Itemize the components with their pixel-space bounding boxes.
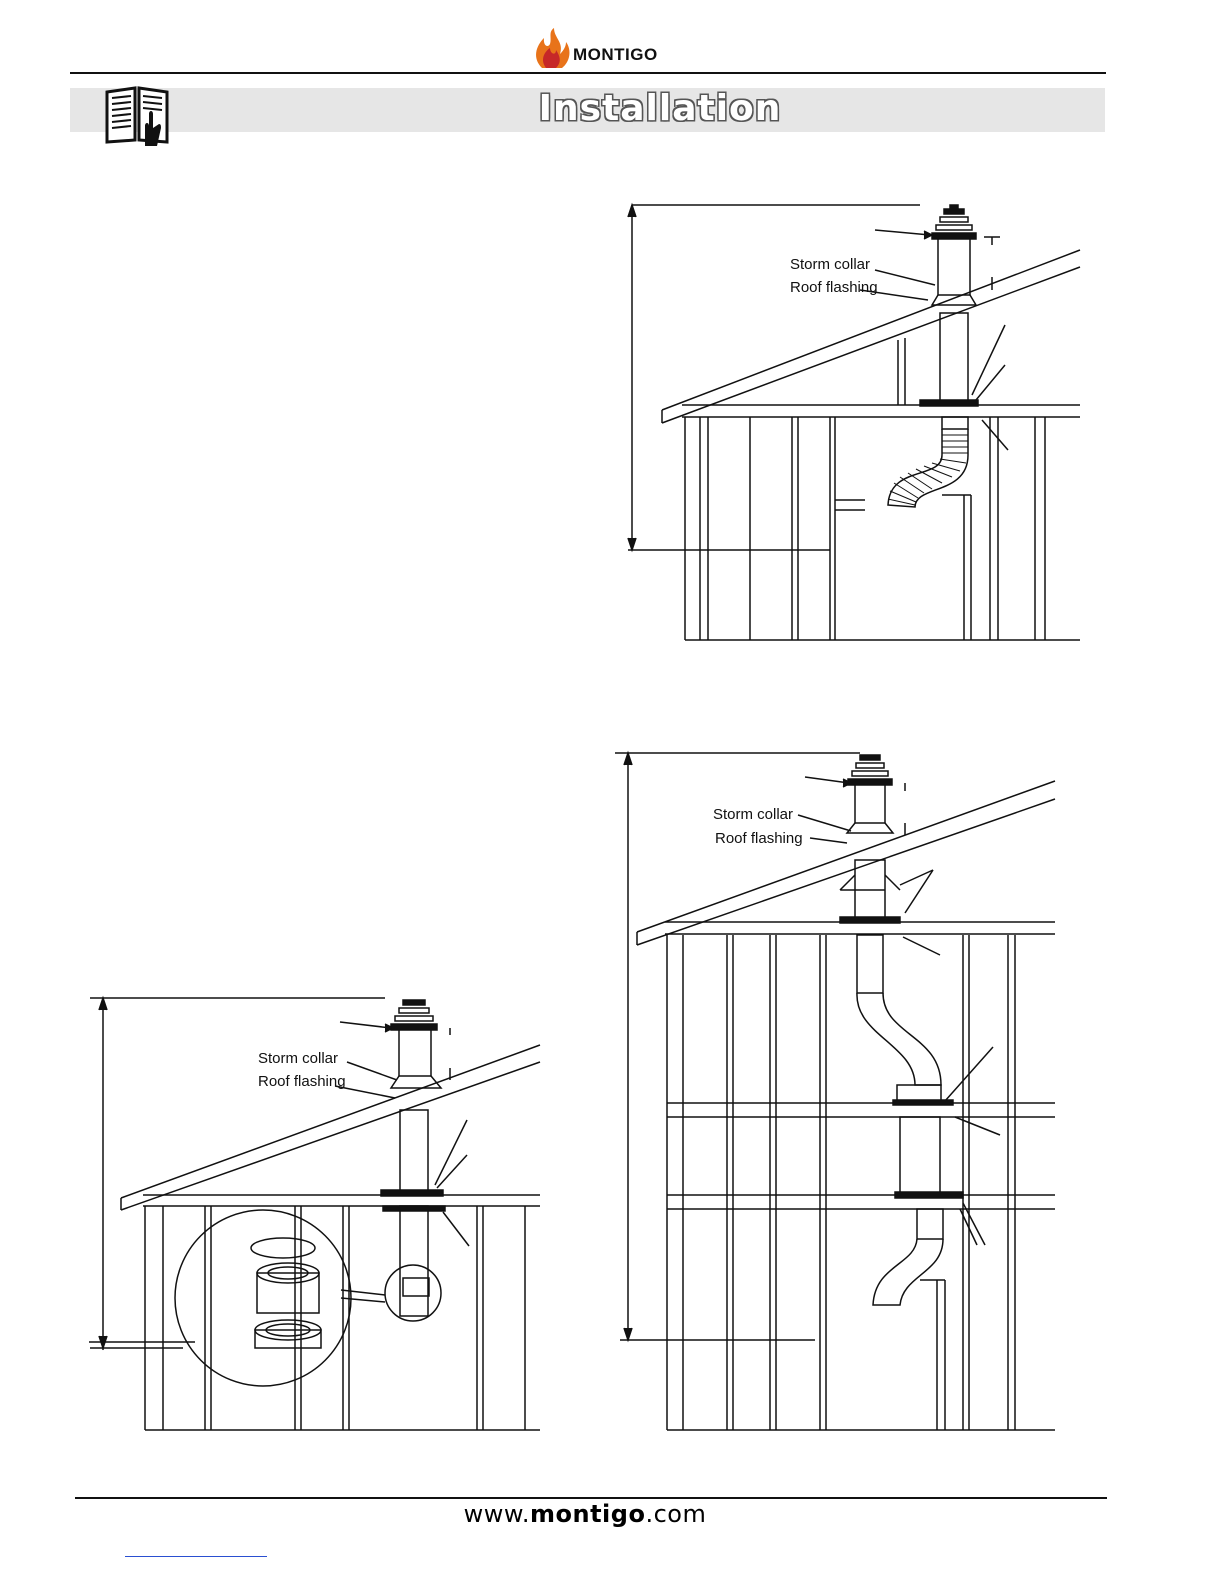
storm-collar-label: Storm collar <box>258 1050 338 1067</box>
footer-rule <box>75 1497 1107 1499</box>
roof-flashing-label: Roof flashing <box>790 279 878 296</box>
brand-logo-text: MONTIGO <box>573 45 658 65</box>
header-rule <box>70 72 1106 74</box>
section-title: Installation <box>70 88 1225 132</box>
url-brand: montigo <box>530 1500 645 1528</box>
page-link-underline[interactable] <box>125 1556 267 1557</box>
roof-flashing-label: Roof flashing <box>258 1073 346 1090</box>
roof-flashing-label: Roof flashing <box>715 830 803 847</box>
url-suffix: .com <box>645 1500 706 1528</box>
manual-hand-icon <box>103 84 171 146</box>
storm-collar-label: Storm collar <box>790 256 870 273</box>
venting-figure-top: Storm collar Roof flashing <box>620 195 1090 650</box>
storm-collar-label: Storm collar <box>713 806 793 823</box>
venting-figure-bottom-right: Storm collar Roof flashing <box>615 745 1065 1440</box>
url-prefix: www. <box>464 1500 530 1528</box>
section-banner: Installation <box>70 88 1105 132</box>
venting-figure-bottom-left: Storm collar Roof flashing <box>85 990 550 1440</box>
footer-website[interactable]: www.montigo.com <box>0 1500 1170 1528</box>
